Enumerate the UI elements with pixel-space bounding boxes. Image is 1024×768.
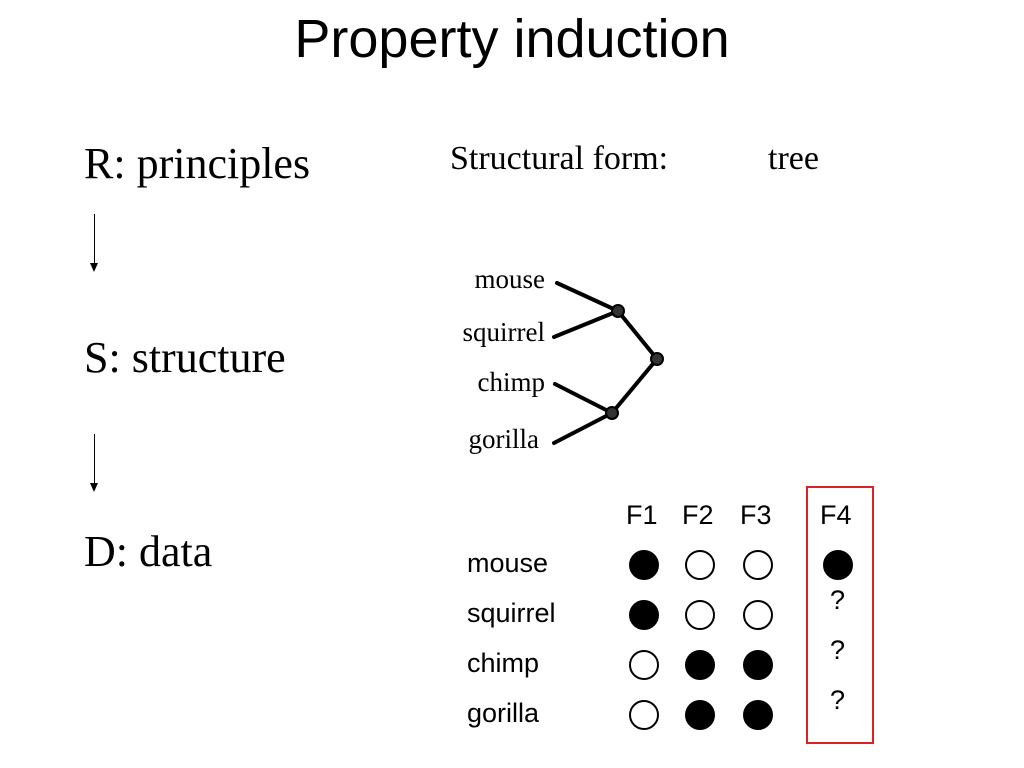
empty-circle [629,700,659,730]
f4-highlight-box [806,486,874,744]
tree-leaf-label: mouse [474,264,546,294]
empty-circle [743,600,773,630]
row-label: gorilla [467,698,540,728]
tree-edge [616,309,659,361]
tree-edge [552,309,620,339]
tree-node [605,406,619,420]
unknown-value: ? [830,635,846,665]
filled-circle [743,700,773,730]
level-principles: R: principles [84,139,311,188]
filled-circle [629,550,659,580]
filled-circle [743,650,773,680]
feature-header: F3 [740,500,772,530]
empty-circle [685,600,715,630]
down-arrow-icon [90,434,98,492]
unknown-value: ? [830,585,846,615]
tree-leaf-label: chimp [477,367,546,397]
level-structure: S: structure [84,333,286,382]
feature-header: F4 [820,500,852,530]
slide-title: Property induction [294,9,730,69]
feature-header: F2 [682,500,714,530]
empty-circle [743,550,773,580]
row-label: squirrel [467,598,556,628]
filled-circle [685,650,715,680]
tree-node [611,304,625,318]
feature-header: F1 [626,500,658,530]
tree-edge [553,382,614,415]
down-arrow-icon [90,214,98,272]
level-data: D: data [84,527,213,576]
tree-edge [610,357,659,415]
filled-circle [629,600,659,630]
empty-circle [629,650,659,680]
row-label: chimp [467,648,540,678]
row-label: mouse [467,548,549,578]
structural-form-label: Structural form: [450,140,669,177]
tree-edge [552,411,614,445]
tree-leaf-label: gorilla [468,424,539,454]
tree-edge [555,281,620,313]
unknown-value: ? [830,685,846,715]
filled-circle [685,700,715,730]
tree-root-node [650,352,664,366]
empty-circle [685,550,715,580]
tree-leaf-label: squirrel [462,317,545,347]
filled-circle [823,550,853,580]
structural-form-value: tree [768,140,819,177]
